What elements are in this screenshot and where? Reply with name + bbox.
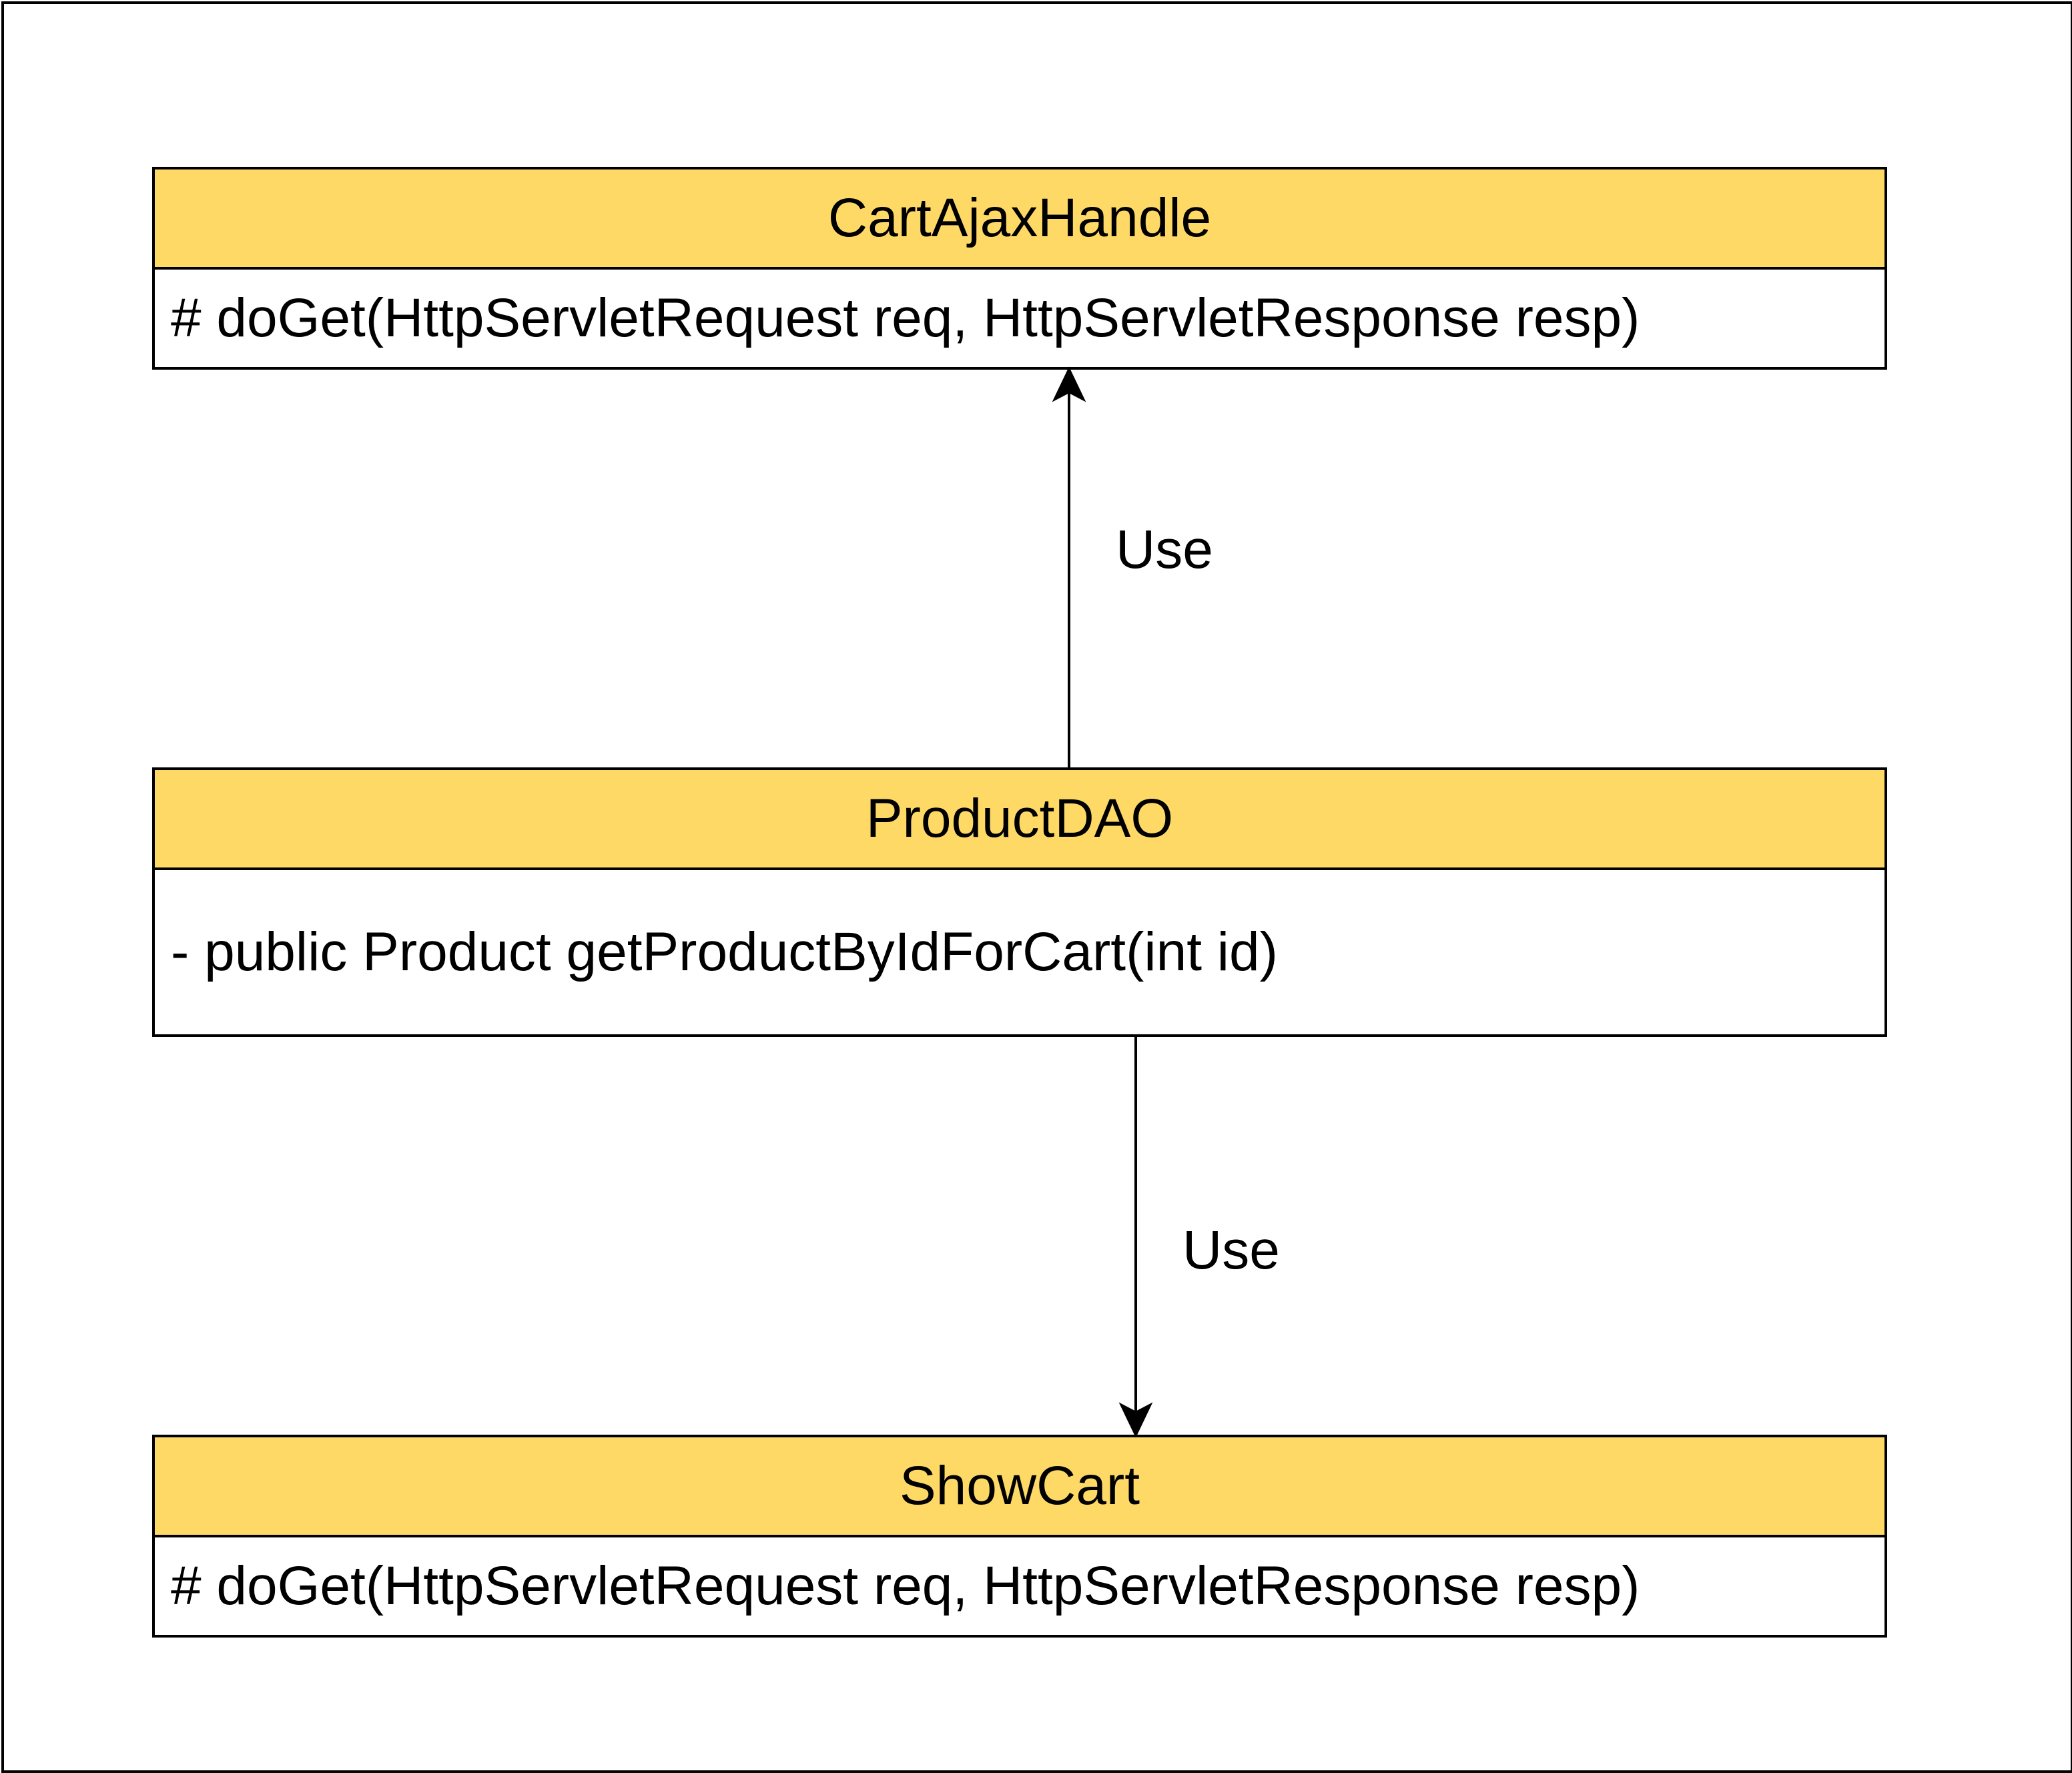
class-box-cartajaxhandle: CartAjaxHandle # doGet(HttpServletReques… <box>152 167 1887 370</box>
class-name-cartajaxhandle: CartAjaxHandle <box>155 169 1884 270</box>
class-name-showcart: ShowCart <box>155 1437 1884 1537</box>
relation-label-use-top: Use <box>1116 519 1213 580</box>
class-name-productdao: ProductDAO <box>155 770 1884 870</box>
class-member-cartajaxhandle-doget: # doGet(HttpServletRequest req, HttpServ… <box>171 288 1640 348</box>
class-member-productdao-getproductbyidforcart: - public Product getProductByIdForCart(i… <box>171 922 1278 982</box>
class-box-showcart: ShowCart # doGet(HttpServletRequest req,… <box>152 1435 1887 1638</box>
relation-label-use-bottom: Use <box>1182 1220 1280 1281</box>
class-member-showcart-doget: # doGet(HttpServletRequest req, HttpServ… <box>171 1555 1640 1616</box>
class-box-productdao: ProductDAO - public Product getProductBy… <box>152 767 1887 1037</box>
